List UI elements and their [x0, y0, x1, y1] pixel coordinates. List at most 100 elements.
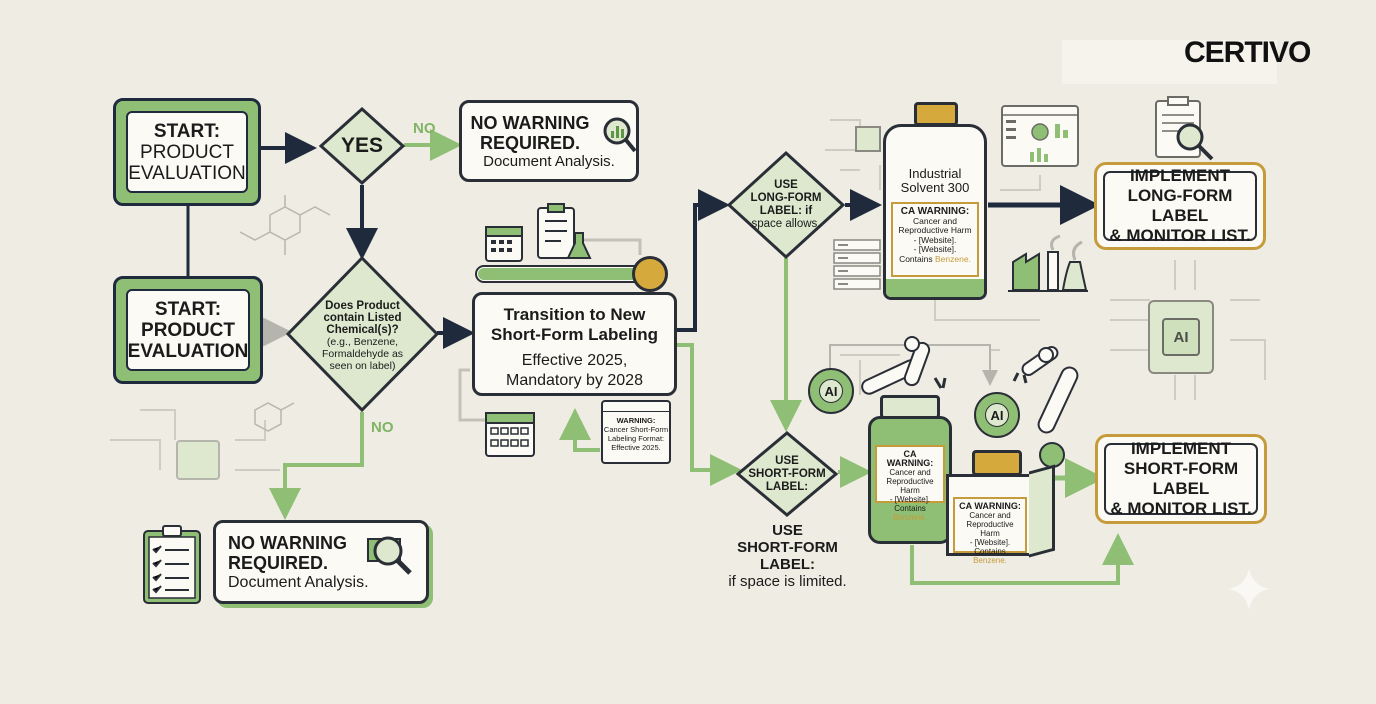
warn-l1: Cancer and: [889, 468, 931, 477]
ai-chip-label: AI: [1162, 318, 1200, 356]
no-warning-required-top: NO WARNING REQUIRED. Document Analysis.: [459, 100, 639, 182]
warn-title: CA WARNING:: [959, 501, 1021, 511]
short-l2: SHORT-FORM: [748, 467, 826, 480]
clipboard-magnifier-icon: [1155, 96, 1214, 161]
warn-chemical: Benzene.: [893, 513, 927, 522]
clipboard-flask-icon: [537, 203, 592, 259]
note-l3: LABEL:: [760, 556, 815, 573]
ai-chip: AI: [1148, 300, 1214, 374]
start-product-evaluation-top: START: PRODUCT EVALUATION: [113, 98, 261, 206]
industrial-solvent-bottle: Industrial Solvent 300 CA WARNING: Cance…: [883, 124, 987, 300]
warn-l4: - [Website].: [913, 244, 957, 254]
warn-l2: Reproductive Harm: [966, 520, 1014, 538]
ai-brain-icon: AI: [808, 368, 854, 414]
note-l1: USE: [772, 522, 803, 539]
warn-title: CA WARNING:: [900, 206, 970, 217]
robot-arm-icon: [861, 336, 947, 395]
factory-icon: [1008, 234, 1088, 292]
long-l2: LONG-FORM: [750, 192, 822, 204]
bottle-base-stripe: [886, 279, 984, 297]
warn-l4: Contains: [894, 504, 926, 513]
long-form-warning-label: CA WARNING: Cancer and Reproductive Harm…: [891, 202, 979, 277]
gold-coin-icon: [632, 256, 668, 292]
warn-title: CA WARNING:: [886, 449, 934, 468]
calendar-icon: [485, 226, 523, 262]
no-warning-title2: REQUIRED.: [228, 553, 329, 573]
warn-l2: Reproductive Harm: [886, 477, 934, 495]
bottle-cap: [914, 102, 958, 126]
transition-title2: Short-Form Labeling: [490, 325, 659, 344]
impl-long-l2: LONG-FORM LABEL: [1127, 186, 1233, 225]
warn-l2: Reproductive Harm: [898, 225, 972, 235]
warn-chemical: Benzene.: [935, 253, 971, 264]
magnifier-document-icon: [367, 536, 412, 575]
mini-warning-l4: Effective 2025.: [611, 443, 661, 452]
transition-title1: Transition to New: [503, 305, 646, 324]
transition-sub1: Effective 2025,: [521, 352, 628, 369]
warn-l1: Cancer and: [969, 511, 1011, 520]
edge-label-no-top: NO: [413, 120, 436, 137]
impl-long-l1: IMPLEMENT: [1129, 166, 1231, 185]
impl-short-l1: IMPLEMENT: [1130, 439, 1232, 458]
warn-l3: - [Website].: [889, 495, 931, 504]
impl-long-l3: & MONITOR LIST.: [1109, 226, 1251, 245]
chem-q1: Does Product: [325, 300, 400, 312]
mini-warning-document: WARNING: Cancer Short-Form Labeling Form…: [601, 400, 671, 464]
product-box: CA WARNING: Cancer and Reproductive Harm…: [946, 474, 1032, 565]
dashboard-chart-icon: [1001, 105, 1079, 167]
mini-warning-l3: Labeling Format:: [607, 434, 665, 443]
start-line3: EVALUATION: [128, 162, 246, 184]
start-line3: EVALUATION: [127, 340, 249, 362]
chem-q4: (e.g., Benzene,: [326, 336, 399, 348]
server-rack-icon: [833, 239, 881, 290]
ai-brain-label: AI: [819, 379, 843, 403]
decision-yes: YES: [318, 106, 406, 186]
bottle-name2: Solvent 300: [900, 180, 970, 195]
start-product-evaluation-bottom: START: PRODUCT EVALUATION: [113, 276, 263, 384]
chem-q2: contain Listed: [323, 312, 402, 324]
calendar-icon: [485, 412, 535, 457]
warn-l3: - [Website].: [913, 234, 957, 245]
transition-short-form-box: Transition to New Short-Form Labeling Ef…: [472, 292, 677, 396]
no-warning-required-bottom: NO WARNING REQUIRED. Document Analysis.: [213, 520, 429, 604]
edge-label-no-bottom: NO: [371, 419, 394, 436]
circuit-chip-small: [855, 126, 881, 152]
short-l1: USE: [775, 454, 799, 467]
decision-yes-label: YES: [340, 134, 384, 157]
note-l4: if space is limited.: [728, 573, 847, 590]
long-l4: space allows.: [751, 218, 821, 230]
green-bottle: CA WARNING: Cancer and Reproductive Harm…: [868, 416, 952, 544]
warn-l4: Contains: [974, 547, 1006, 556]
start-line2: PRODUCT: [140, 141, 234, 163]
impl-short-l3: & MONITOR LIST.: [1110, 499, 1252, 518]
circuit-chip-decor: [176, 440, 220, 480]
no-warning-title2: REQUIRED.: [479, 133, 580, 153]
implement-short-form-box: IMPLEMENT SHORT-FORM LABEL & MONITOR LIS…: [1095, 434, 1267, 524]
magnifier-chart-icon: [603, 117, 637, 153]
bottle-name1: Industrial: [908, 166, 962, 181]
warn-l5: Contains: [899, 253, 933, 264]
brand-logo-panel: [1062, 40, 1277, 84]
diamond-shape: [735, 431, 839, 517]
progress-fill: [478, 268, 638, 280]
short-form-warning-label: CA WARNING: Cancer and Reproductive Harm…: [875, 445, 945, 522]
start-title: START:: [154, 298, 222, 320]
chem-q6: seen on label): [329, 360, 396, 372]
no-warning-title: NO WARNING: [470, 113, 590, 133]
sparkle-icon: [1228, 568, 1270, 610]
start-title: START:: [153, 120, 221, 142]
certivo-logo: CERTIVO: [1184, 36, 1311, 69]
impl-short-l2: SHORT-FORM LABEL: [1123, 459, 1239, 498]
transition-sub2: Mandatory by 2028: [506, 372, 643, 389]
implement-long-form-box: IMPLEMENT LONG-FORM LABEL & MONITOR LIST…: [1094, 162, 1266, 250]
no-warning-title: NO WARNING: [228, 533, 347, 553]
decision-short-form: USE SHORT-FORM LABEL:: [735, 430, 839, 518]
product-box-side: [1029, 464, 1055, 558]
long-l1: USE: [774, 179, 798, 191]
chem-q5: Formaldehyde as: [321, 348, 404, 360]
ai-brain-label: AI: [985, 403, 1009, 427]
robot-arm-icon: [1012, 345, 1079, 468]
small-jar-cap: [972, 450, 1022, 476]
window-bar: [603, 402, 669, 412]
